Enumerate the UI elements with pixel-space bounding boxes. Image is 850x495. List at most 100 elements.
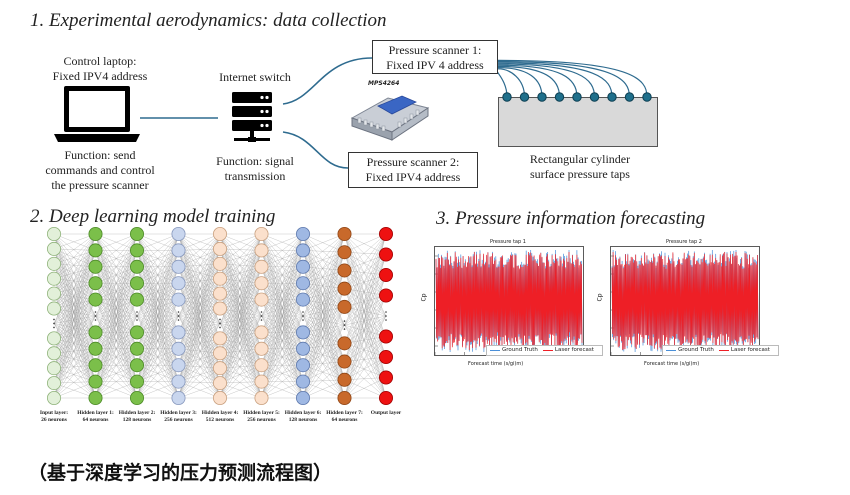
forecast-plot-area	[610, 246, 760, 356]
neuron	[295, 292, 310, 307]
laptop-icon	[52, 84, 142, 146]
neuron	[212, 331, 227, 346]
laptop-title: Control laptop:Fixed IPV4 address	[52, 54, 148, 83]
layer-label: Hidden layer 3:256 neurons	[160, 410, 197, 423]
network-layer	[254, 227, 269, 405]
neuron	[295, 358, 310, 373]
pressure-scanner-1-box: Pressure scanner 1:Fixed IPV 4 address	[372, 40, 498, 74]
forecast-legend: Ground Truth Laser forecast	[662, 345, 779, 356]
neuron	[254, 259, 269, 274]
pressure-tap-dot	[554, 92, 565, 102]
forecast-legend: Ground Truth Laser forecast	[486, 345, 603, 356]
neural-network-diagram	[47, 227, 393, 405]
neuron	[88, 325, 103, 340]
device-model-label: MPS4264	[368, 80, 400, 87]
network-connections	[53, 233, 387, 399]
legend-swatch	[542, 349, 553, 351]
neuron	[337, 281, 352, 296]
section-title-forecasting: 3. Pressure information forecasting	[436, 208, 706, 229]
neuron	[212, 346, 227, 361]
neuron	[88, 276, 103, 291]
neuron	[130, 292, 145, 307]
setup-connections	[140, 57, 648, 169]
neuron	[47, 361, 61, 376]
neuron	[130, 227, 145, 241]
neuron	[254, 358, 269, 373]
pressure-tap-dot	[537, 92, 547, 102]
tap-wire	[497, 62, 613, 98]
pressure-tap-dot	[607, 92, 617, 102]
legend-label: Laser forecast	[554, 347, 594, 353]
neuron	[171, 390, 186, 405]
tap-wire	[497, 59, 648, 98]
neuron	[171, 325, 186, 340]
tap-wire	[497, 67, 543, 98]
neuron	[171, 259, 186, 274]
layer-label: Hidden layer 6:128 neurons	[284, 410, 322, 423]
neuron	[295, 259, 310, 274]
neuron	[378, 329, 393, 344]
legend-label: Ground Truth	[678, 347, 714, 353]
neuron	[47, 271, 61, 286]
neuron	[254, 292, 269, 307]
neuron	[212, 227, 227, 241]
neuron	[130, 325, 145, 340]
figure-caption: （基于深度学习的压力预测流程图）	[28, 462, 333, 484]
neuron	[295, 374, 310, 389]
neuron	[254, 227, 269, 241]
neuron	[88, 243, 103, 258]
network-layer	[212, 227, 227, 405]
neuron	[254, 374, 269, 389]
forecast-x-axis-label: Forecast time (s/gi)m)	[644, 361, 700, 367]
neuron	[47, 390, 61, 405]
neuron	[212, 361, 227, 376]
network-layer	[337, 227, 352, 405]
neuron	[378, 370, 393, 385]
legend-swatch	[666, 349, 676, 351]
neuron	[171, 227, 186, 241]
tap-wire	[497, 64, 578, 98]
neuron	[337, 390, 352, 405]
neuron	[212, 390, 227, 405]
neuron	[337, 354, 352, 369]
neuron	[254, 341, 269, 356]
neuron	[295, 341, 310, 356]
legend-label: Ground Truth	[502, 347, 538, 353]
forecast-x-axis-label: Forecast time (s/gi)m)	[468, 361, 524, 367]
forecast-y-axis-label: Cp	[596, 293, 604, 302]
rectangular-cylinder	[498, 97, 658, 147]
neuron	[212, 271, 227, 286]
layer-label: Hidden layer 5:256 neurons	[243, 410, 280, 423]
layer-label: Hidden layer 4:512 neurons	[201, 410, 239, 423]
neuron	[130, 243, 145, 258]
network-layer	[378, 227, 393, 405]
neuron	[337, 263, 352, 278]
forecast-y-axis-label: Cp	[420, 293, 428, 302]
neuron	[88, 259, 103, 274]
neuron	[295, 325, 310, 340]
layer-label: Hidden layer 1:64 neurons	[77, 410, 114, 423]
layer-label: Input layer:26 neurons	[39, 410, 69, 423]
pressure-tap-dot	[642, 92, 652, 102]
switch-title: Internet switch	[219, 70, 291, 84]
neuron	[171, 292, 186, 307]
neuron	[378, 288, 393, 303]
neuron	[212, 286, 227, 301]
neuron	[337, 372, 352, 387]
neuron	[295, 390, 310, 405]
legend-swatch	[490, 349, 500, 351]
forecast-series	[611, 251, 759, 351]
neuron	[47, 346, 61, 361]
neuron	[295, 243, 310, 258]
pressure-tap-dot	[502, 92, 512, 102]
neuron	[337, 299, 352, 314]
tap-wire	[497, 63, 596, 98]
neuron	[47, 286, 61, 301]
forecast-plot-title: Pressure tap 1	[490, 239, 526, 245]
forecast-series	[435, 251, 583, 351]
legend-label: Laser forecast	[730, 347, 770, 353]
